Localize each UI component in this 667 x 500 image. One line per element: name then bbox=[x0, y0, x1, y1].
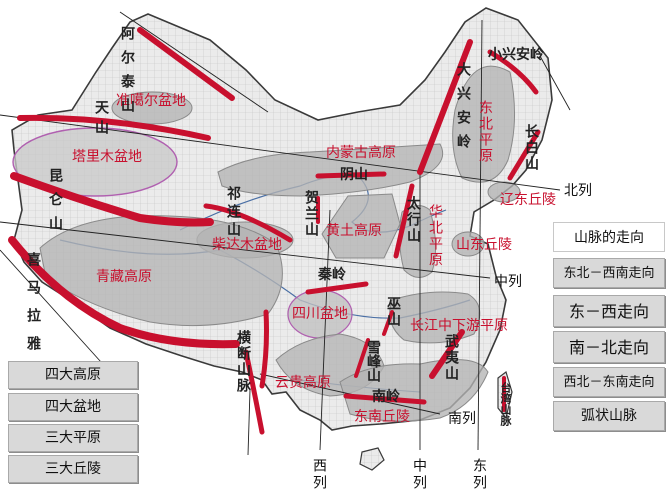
label-yungui: 云贵高原 bbox=[275, 375, 331, 391]
xiaoxinganling-range bbox=[487, 49, 539, 95]
hengduan-range-2 bbox=[243, 349, 265, 435]
label-wushan: 巫山 bbox=[385, 296, 401, 328]
ne-sw-direction-button[interactable]: 东北－西南走向 bbox=[553, 258, 665, 288]
shandong-hills-shape bbox=[451, 231, 485, 257]
label-nanling: 南岭 bbox=[372, 389, 400, 405]
north-china-plain-shape bbox=[398, 205, 436, 278]
label-middle-row: 中列 bbox=[494, 274, 522, 290]
label-shandong-hills: 山东丘陵 bbox=[456, 237, 512, 253]
label-west-column: 西列 bbox=[311, 458, 327, 492]
xuefeng-range bbox=[354, 338, 370, 378]
four-plateaus-button[interactable]: 四大高原 bbox=[8, 361, 138, 389]
qinghai-tibet-shape bbox=[39, 215, 283, 327]
wuyi-range bbox=[429, 329, 465, 379]
label-qinling: 秦岭 bbox=[318, 267, 346, 283]
junggar-basin-shape bbox=[111, 91, 193, 125]
south-north-direction-button[interactable]: 南－北走向 bbox=[553, 331, 665, 363]
label-yangtze-plain: 长江中下游平原 bbox=[410, 318, 508, 334]
label-south-row: 南列 bbox=[448, 411, 476, 427]
qilian-range bbox=[203, 203, 293, 243]
hengduan-range bbox=[259, 309, 269, 389]
label-kunlun: 昆仑山 bbox=[47, 168, 63, 240]
altai-range bbox=[137, 27, 235, 101]
mountain-ranges bbox=[8, 27, 541, 435]
label-xiaoxinganling: 小兴安岭 bbox=[488, 47, 544, 63]
east-west-direction-button[interactable]: 东－西走向 bbox=[553, 295, 665, 327]
yinshan-range bbox=[315, 171, 387, 179]
region-shapes bbox=[12, 65, 521, 422]
label-taiwan-range: 台湾山脉 bbox=[499, 382, 512, 426]
changbai-range bbox=[507, 129, 541, 181]
label-tianshan: 天山 bbox=[93, 100, 109, 140]
label-loess: 黄土高原 bbox=[326, 223, 382, 239]
three-plains-button[interactable]: 三大平原 bbox=[8, 424, 138, 452]
qinling-range bbox=[305, 281, 369, 295]
kunlun-range bbox=[10, 172, 214, 227]
nanling-range bbox=[343, 393, 427, 405]
label-liaodong-hills: 辽东丘陵 bbox=[500, 192, 556, 208]
label-changbai: 长白山 bbox=[523, 124, 539, 172]
label-qilian: 祁连山 bbox=[225, 186, 241, 240]
label-sichuan-basin: 四川盆地 bbox=[292, 306, 348, 322]
label-northeast-plain: 东北平原 bbox=[477, 100, 493, 164]
mountain-direction-title: 山脉的走向 bbox=[553, 222, 665, 252]
daxinganling-range bbox=[417, 39, 473, 175]
northeast-plain-shape bbox=[452, 65, 515, 183]
wushan-range bbox=[382, 310, 394, 336]
label-inner-mongolia: 内蒙古高原 bbox=[326, 145, 396, 161]
label-north-china-plain: 华北平原 bbox=[427, 204, 443, 268]
three-hills-button[interactable]: 三大丘陵 bbox=[8, 455, 138, 483]
label-yinshan: 阴山 bbox=[340, 167, 368, 183]
liaodong-hills-shape bbox=[487, 181, 521, 203]
taihang-range bbox=[393, 183, 415, 259]
label-east-column: 东列 bbox=[471, 458, 487, 492]
hainan-island bbox=[359, 447, 385, 471]
four-basins-button[interactable]: 四大盆地 bbox=[8, 393, 138, 421]
label-wuyi: 武夷山 bbox=[443, 334, 459, 382]
label-daxinganling: 大兴安岭 bbox=[455, 62, 471, 158]
himalaya-range bbox=[8, 236, 240, 349]
label-xuefeng: 雪峰山 bbox=[365, 340, 381, 382]
label-junggar-basin: 准噶尔盆地 bbox=[116, 93, 186, 109]
label-taihang: 太行山 bbox=[405, 196, 421, 244]
label-center-column: 中列 bbox=[411, 458, 427, 492]
nw-se-direction-button[interactable]: 西北－东南走向 bbox=[553, 367, 665, 397]
label-qaidam-basin: 柴达木盆地 bbox=[212, 237, 282, 253]
label-qinghai-tibet: 青藏高原 bbox=[96, 269, 152, 285]
label-hengduan: 横断山脉 bbox=[235, 330, 251, 394]
label-altai: 阿尔泰山 bbox=[119, 26, 135, 122]
label-tarim-basin: 塔里木盆地 bbox=[72, 149, 142, 165]
yangtze-plain-shape bbox=[389, 291, 481, 344]
label-southeast-hills: 东南丘陵 bbox=[354, 409, 410, 425]
southeast-hills-shape bbox=[339, 359, 489, 422]
label-himalaya: 喜马拉雅山 bbox=[25, 252, 41, 392]
label-helan: 贺兰山 bbox=[303, 190, 319, 238]
arc-mountains-button[interactable]: 弧状山脉 bbox=[553, 401, 665, 431]
inner-mongolia-shape bbox=[217, 143, 444, 197]
tianshan-range bbox=[17, 114, 211, 141]
label-north-row: 北列 bbox=[564, 183, 592, 199]
